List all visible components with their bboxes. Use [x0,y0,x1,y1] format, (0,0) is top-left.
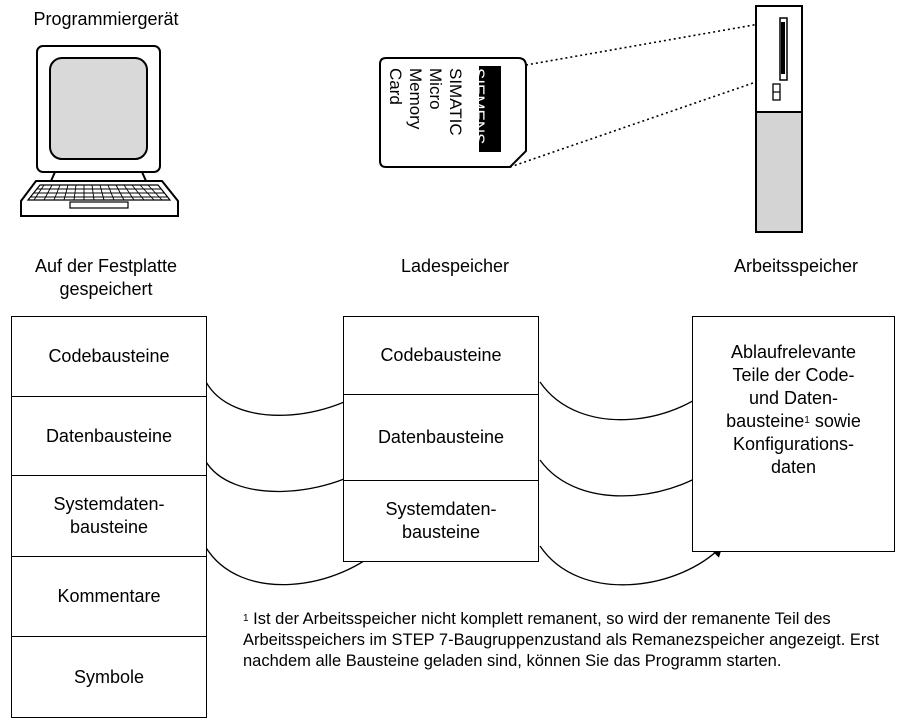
card-line-2: Micro [426,68,445,110]
work-memory-word: sowie [814,411,861,431]
left-cell-text: Systemdaten- [53,494,165,514]
caption-line-1: Auf der Festplatte [34,256,178,276]
card-line-1: SIMATIC [446,68,465,136]
left-cell-text: Codebausteine [48,346,170,366]
card-brand: SIEMENS [469,68,488,145]
cpu-module-icon [755,5,803,233]
programming-device-title: Programmiergerät [33,9,179,29]
work-memory-label: Arbeitsspeicher [733,256,859,276]
work-memory-contents: Ablaufrelevante Teile der Code- und Date… [693,341,894,479]
left-cell-datenbausteine: Datenbausteine [12,397,206,476]
work-memory-line: Ablaufrelevante [730,342,857,362]
work-memory-line: Teile der Code- [732,365,855,385]
middle-cell-text: Codebausteine [380,345,502,365]
footnote-text: Ist der Arbeitsspeicher nicht komplett r… [243,610,880,670]
left-cell-text: Datenbausteine [45,425,173,446]
footnote-mark: 1 [243,613,249,624]
work-memory-word: bausteine [726,411,805,431]
load-memory-label: Ladespeicher [400,256,510,276]
middle-cell-text: bausteine [401,522,481,542]
memory-card-icon [379,57,527,168]
middle-cell-text: Systemdaten- [385,499,497,519]
left-cell-codebausteine: Codebausteine [12,317,206,397]
load-memory-box: Codebausteine Datenbausteine Systemdaten… [343,316,539,562]
caption-line-2: gespeichert [59,279,153,299]
programming-device-caption: Auf der Festplatte gespeichert [6,255,206,301]
card-slot-connector [509,19,783,168]
left-cell-kommentare: Kommentare [12,557,206,637]
card-line-4: Card [386,68,405,105]
work-memory-line: und Daten- [748,388,839,408]
programming-device-icon [20,45,179,217]
card-line-3: Memory [406,68,425,130]
footnote: 1 Ist der Arbeitsspeicher nicht komplett… [243,609,901,672]
middle-cell-datenbausteine: Datenbausteine [344,395,538,481]
work-memory-box: Ablaufrelevante Teile der Code- und Date… [692,316,895,552]
work-memory-line: bausteine1 sowie [693,410,894,433]
left-cell-text: bausteine [69,517,149,537]
middle-cell-codebausteine: Codebausteine [344,317,538,395]
hard-disk-storage-box: Codebausteine Datenbausteine Systemdaten… [11,316,207,718]
middle-cell-systemdaten: Systemdaten- bausteine [344,481,538,561]
middle-cell-text: Datenbausteine [377,427,505,447]
left-cell-text: Kommentare [57,586,161,606]
left-cell-text: Symbole [73,666,145,687]
left-cell-symbole: Symbole [12,637,206,717]
work-memory-line: Konfigurations- [732,434,855,454]
footnote-marker: 1 [804,415,810,426]
left-cell-systemdaten: Systemdaten- bausteine [12,476,206,557]
work-memory-line: daten [770,457,817,477]
